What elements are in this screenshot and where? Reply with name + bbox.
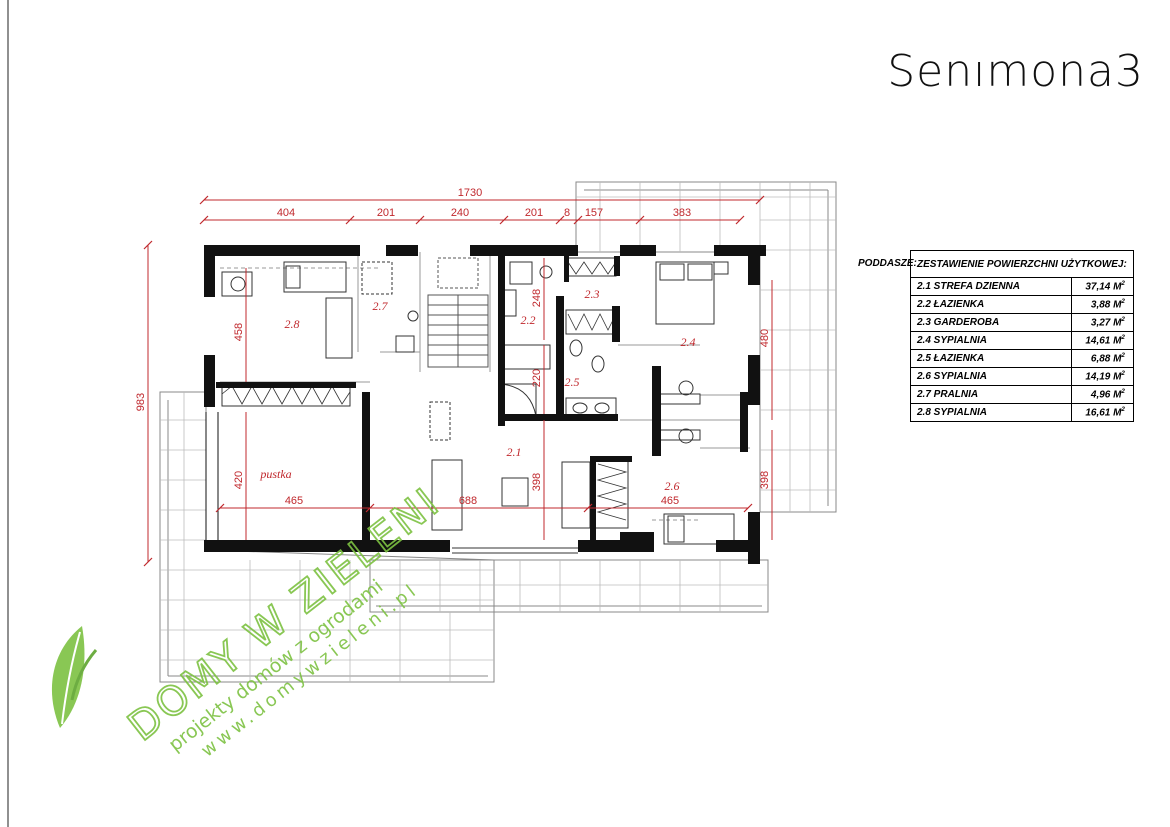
room-2-5-label: 2.5 bbox=[565, 375, 580, 389]
room-name: 2.8 SYPIALNIA bbox=[909, 403, 1073, 422]
unit-sup: 2 bbox=[1121, 316, 1125, 323]
dim-seg-240: 240 bbox=[451, 207, 469, 219]
dim-seg-404: 404 bbox=[277, 207, 295, 219]
wardrobe-hatching bbox=[221, 261, 628, 521]
dim-inner-248: 248 bbox=[531, 289, 543, 307]
dim-inner-398: 398 bbox=[531, 473, 543, 491]
unit-sup: 2 bbox=[1121, 298, 1125, 305]
room-area: 3,27 bbox=[1090, 317, 1111, 329]
room-area: 6,88 bbox=[1090, 353, 1111, 365]
room-2-8-label: 2.8 bbox=[285, 317, 300, 331]
table-row: 2.2 ŁAZIENKA 3,88 M2 bbox=[909, 295, 1134, 314]
dim-total-width: 1730 bbox=[458, 187, 482, 199]
dim-bottom-465-right: 465 bbox=[661, 495, 679, 507]
dim-left-983: 983 bbox=[135, 393, 147, 411]
unit: M bbox=[1113, 407, 1122, 419]
area-table: ZESTAWIENIE POWIERZCHNI UŻYTKOWEJ: 2.1 S… bbox=[909, 250, 1134, 422]
void-label: pustka bbox=[259, 467, 291, 481]
dim-seg-201b: 201 bbox=[525, 207, 543, 219]
unit: M bbox=[1113, 317, 1122, 329]
room-labels: 2.1 2.2 2.3 2.4 2.5 2.6 2.7 2.8 pustka bbox=[259, 287, 695, 493]
room-area: 4,96 bbox=[1090, 389, 1111, 401]
dim-bottom-688: 688 bbox=[459, 495, 477, 507]
walls bbox=[204, 245, 766, 564]
room-2-7-label: 2.7 bbox=[373, 299, 389, 313]
leaf-icon bbox=[51, 626, 98, 728]
unit-sup: 2 bbox=[1121, 352, 1125, 359]
dim-seg-8: 8 bbox=[564, 207, 570, 219]
room-area: 16,61 bbox=[1085, 407, 1111, 419]
unit-sup: 2 bbox=[1121, 406, 1125, 413]
room-2-4-label: 2.4 bbox=[681, 335, 696, 349]
dim-seg-157: 157 bbox=[585, 207, 603, 219]
dim-left-458: 458 bbox=[233, 323, 245, 341]
dimension-labels: 1730 404 201 240 201 8 157 383 983 458 4… bbox=[135, 187, 771, 507]
table-row: 2.8 SYPIALNIA 16,61 M2 bbox=[909, 403, 1134, 422]
watermark-brand: DOMY W ZIELENI bbox=[120, 479, 449, 750]
unit: M bbox=[1113, 371, 1122, 383]
staircase bbox=[427, 257, 489, 368]
unit-sup: 2 bbox=[1121, 370, 1125, 377]
dimension-ticks bbox=[143, 195, 765, 567]
room-2-3-label: 2.3 bbox=[585, 287, 600, 301]
unit: M bbox=[1113, 389, 1122, 401]
dim-right-398: 398 bbox=[759, 471, 771, 489]
dim-right-480: 480 bbox=[759, 329, 771, 347]
section-label: PODDASZE: bbox=[858, 258, 917, 269]
roof-hatching bbox=[160, 182, 836, 682]
dim-seg-383: 383 bbox=[673, 207, 691, 219]
room-area: 3,88 bbox=[1090, 299, 1111, 311]
dim-left-420: 420 bbox=[233, 471, 245, 489]
dimension-lines bbox=[147, 199, 773, 562]
unit: M bbox=[1113, 353, 1122, 365]
unit: M bbox=[1113, 335, 1122, 347]
furniture bbox=[221, 257, 735, 554]
room-area: 14,61 bbox=[1085, 335, 1111, 347]
dim-seg-201a: 201 bbox=[377, 207, 395, 219]
unit: M bbox=[1113, 299, 1122, 311]
room-2-1-label: 2.1 bbox=[507, 445, 522, 459]
drawing-title: Senımona3 bbox=[887, 46, 1144, 97]
unit-sup: 2 bbox=[1121, 388, 1125, 395]
room-area: 14,19 bbox=[1085, 371, 1111, 383]
room-area: 37,14 bbox=[1085, 281, 1111, 293]
unit: M bbox=[1113, 281, 1122, 293]
room-2-2-label: 2.2 bbox=[521, 313, 536, 327]
unit-sup: 2 bbox=[1121, 334, 1125, 341]
room-2-6-label: 2.6 bbox=[665, 479, 680, 493]
dim-bottom-465-left: 465 bbox=[285, 495, 303, 507]
dim-inner-220: 220 bbox=[531, 369, 543, 387]
unit-sup: 2 bbox=[1121, 280, 1125, 287]
